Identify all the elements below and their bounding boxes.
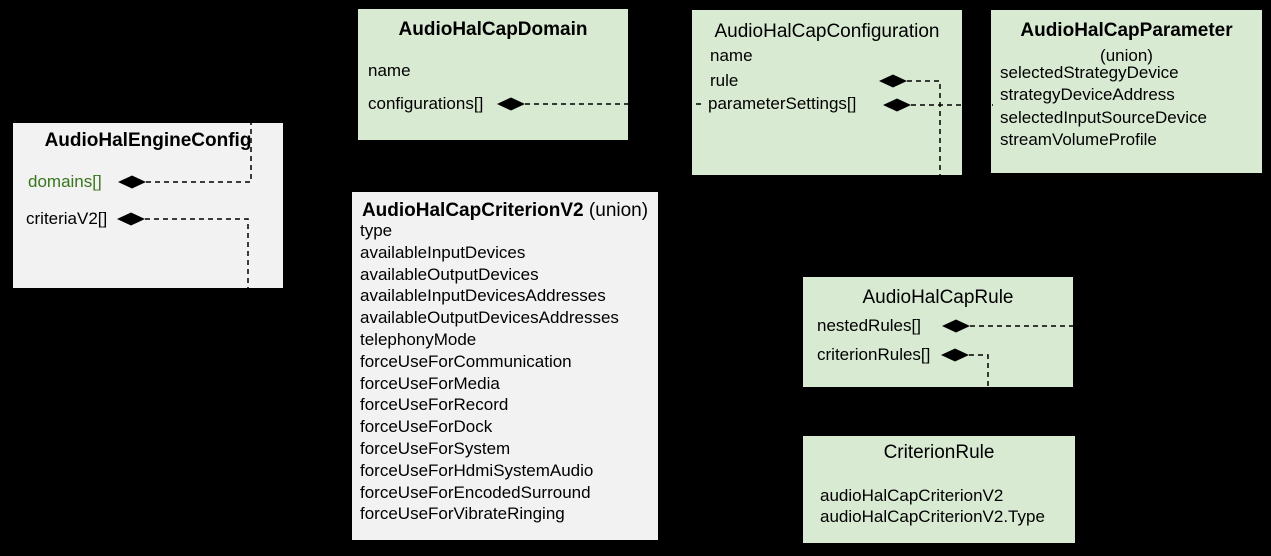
field-availableOutputDevices: availableOutputDevices (360, 264, 539, 284)
box-audio-hal-cap-parameter: AudioHalCapParameter (union) selectedStr… (991, 10, 1262, 173)
field-name: name (710, 46, 753, 65)
field-audioHalCapCriterionV2: audioHalCapCriterionV2 (820, 486, 1004, 505)
box-audio-hal-cap-rule: AudioHalCapRule nestedRules[] criterionR… (803, 277, 1073, 387)
box-title: AudioHalCapConfiguration (714, 21, 940, 42)
field-type: type (360, 221, 393, 240)
box-title: AudioHalCapCriterionV2 (union) (352, 201, 658, 220)
field-name: name (368, 61, 411, 80)
box-title: AudioHalCapParameter (1020, 20, 1233, 41)
box-title-union-suffix: (union) (583, 200, 649, 221)
field-nestedRules: nestedRules[] (817, 316, 921, 335)
field-availableInputDevicesAddresses: availableInputDevicesAddresses (360, 286, 606, 306)
field-criterionRules: criterionRules[] (817, 345, 931, 364)
box-audio-hal-cap-criterion-v2: AudioHalCapCriterionV2 (union) type avai… (352, 192, 658, 540)
field-list: type availableInputDevices availableOutp… (360, 220, 619, 525)
field-forceUseForMedia: forceUseForMedia (360, 373, 500, 393)
field-forceUseForCommunication: forceUseForCommunication (360, 351, 572, 371)
box-audio-hal-cap-domain: AudioHalCapDomain name configurations[] (358, 9, 628, 140)
box-title: CriterionRule (883, 442, 995, 463)
field-forceUseForDock: forceUseForDock (360, 417, 493, 437)
field-forceUseForSystem: forceUseForSystem (360, 438, 511, 458)
field-rule: rule (710, 71, 739, 90)
box-audio-hal-cap-configuration: AudioHalCapConfiguration name rule param… (692, 10, 962, 175)
field-selectedStrategyDevice: selectedStrategyDevice (1000, 63, 1179, 82)
field-forceUseForRecord: forceUseForRecord (360, 395, 509, 415)
field-streamVolumeProfile: streamVolumeProfile (1000, 129, 1157, 149)
field-strategyDeviceAddress: strategyDeviceAddress (1000, 85, 1175, 105)
field-configurations: configurations[] (368, 94, 484, 113)
box-title-name: AudioHalCapCriterionV2 (361, 200, 584, 221)
box-criterion-rule: CriterionRule audioHalCapCriterionV2 aud… (803, 436, 1075, 543)
field-forceUseForEncodedSurround: forceUseForEncodedSurround (360, 482, 591, 502)
field-parameterSettings: parameterSettings[] (708, 94, 857, 113)
field-audioHalCapCriterionV2-Type: audioHalCapCriterionV2.Type (820, 507, 1045, 526)
box-subtitle-union: (union) (1100, 46, 1153, 65)
field-telephonyMode: telephonyMode (360, 329, 477, 349)
field-availableOutputDevicesAddresses: availableOutputDevicesAddresses (360, 308, 619, 328)
box-audio-hal-engine-config: AudioHalEngineConfig domains[] criteriaV… (13, 123, 283, 288)
field-list: selectedStrategyDevice strategyDeviceAdd… (1000, 62, 1207, 151)
field-forceUseForHdmiSystemAudio: forceUseForHdmiSystemAudio (360, 460, 594, 480)
field-domains: domains[] (28, 172, 102, 191)
box-title: AudioHalEngineConfig (44, 130, 252, 151)
field-selectedInputSourceDevice: selectedInputSourceDevice (1000, 107, 1207, 127)
field-availableInputDevices: availableInputDevices (360, 242, 526, 262)
box-title: AudioHalCapRule (862, 287, 1014, 308)
box-title: AudioHalCapDomain (398, 19, 588, 40)
field-forceUseForVibrateRinging: forceUseForVibrateRinging (360, 504, 565, 524)
field-criteriaV2: criteriaV2[] (26, 209, 108, 228)
